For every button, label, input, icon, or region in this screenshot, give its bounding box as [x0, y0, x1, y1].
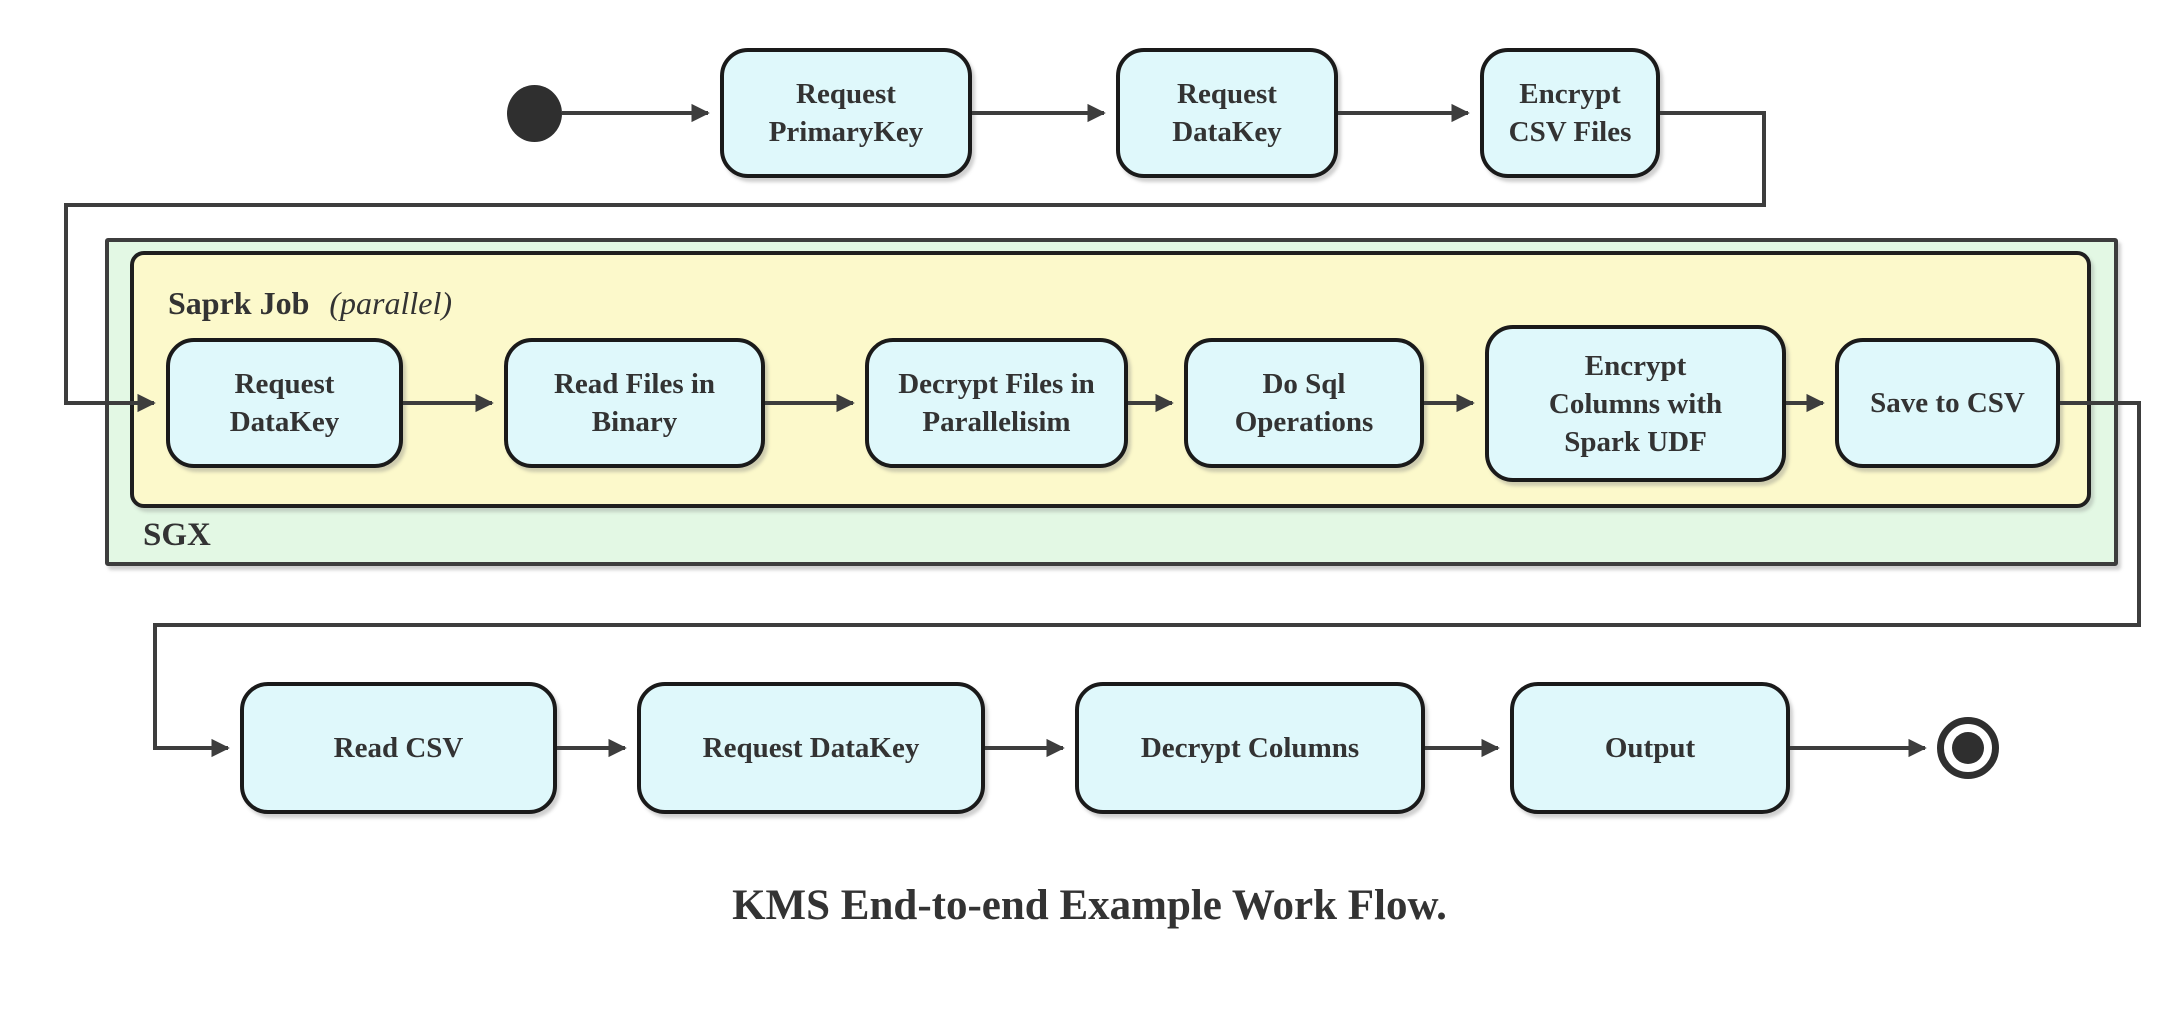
spark-job-label-modifier: (parallel)	[329, 285, 453, 321]
spark-job-label-title: Saprk Job	[168, 285, 310, 321]
node-label-line: Request	[796, 78, 896, 110]
node-label-line: Decrypt Files in	[898, 368, 1095, 400]
start-node-icon	[507, 85, 562, 142]
node-label-line: Request	[1177, 78, 1277, 110]
node-request-datakey-bottom: Request DataKey	[637, 682, 985, 814]
node-label-line: Columns with	[1548, 387, 1723, 420]
node-label-line: Save to CSV	[1870, 387, 2025, 419]
node-label-line: Read Files in	[553, 368, 716, 400]
end-node-inner-dot	[1952, 732, 1984, 764]
node-label-line: Encrypt	[1584, 349, 1687, 382]
node-request-primarykey: Request PrimaryKey	[720, 48, 972, 178]
node-encrypt-csv-files: Encrypt CSV Files	[1480, 48, 1660, 178]
node-encrypt-columns-with-spark-udf: Encrypt Columns with Spark UDF	[1485, 325, 1786, 482]
node-label-line: Request DataKey	[702, 732, 920, 764]
node-label-line: DataKey	[229, 406, 340, 438]
node-label-line: PrimaryKey	[768, 116, 924, 148]
node-label-line: CSV Files	[1508, 116, 1632, 148]
node-read-files-in-binary: Read Files in Binary	[504, 338, 765, 468]
sgx-container-label: SGX	[143, 517, 211, 553]
node-request-datakey-spark: Request DataKey	[166, 338, 403, 468]
node-label-line: Parallelisim	[922, 406, 1071, 438]
node-label-line: Request	[234, 368, 335, 400]
node-label-line: Encrypt	[1519, 78, 1621, 110]
node-output: Output	[1510, 682, 1790, 814]
node-label-line: Do Sql	[1262, 368, 1346, 400]
spark-job-container-label: Saprk Job (parallel)	[168, 285, 452, 322]
node-label-line: Operations	[1234, 406, 1374, 438]
node-label-line: Binary	[591, 406, 678, 438]
node-decrypt-files-in-parallelisim: Decrypt Files in Parallelisim	[865, 338, 1128, 468]
node-label-line: Decrypt Columns	[1140, 732, 1360, 764]
node-do-sql-operations: Do Sql Operations	[1184, 338, 1424, 468]
node-request-datakey: Request DataKey	[1116, 48, 1338, 178]
node-label-line: Output	[1604, 732, 1696, 764]
node-decrypt-columns: Decrypt Columns	[1075, 682, 1425, 814]
end-node-icon	[1937, 717, 1999, 779]
node-read-csv: Read CSV	[240, 682, 557, 814]
diagram-caption: KMS End-to-end Example Work Flow.	[732, 882, 1447, 929]
node-label-line: Spark UDF	[1564, 425, 1707, 458]
node-label-line: DataKey	[1172, 116, 1282, 148]
node-save-to-csv: Save to CSV	[1835, 338, 2060, 468]
node-label-line: Read CSV	[333, 732, 464, 764]
